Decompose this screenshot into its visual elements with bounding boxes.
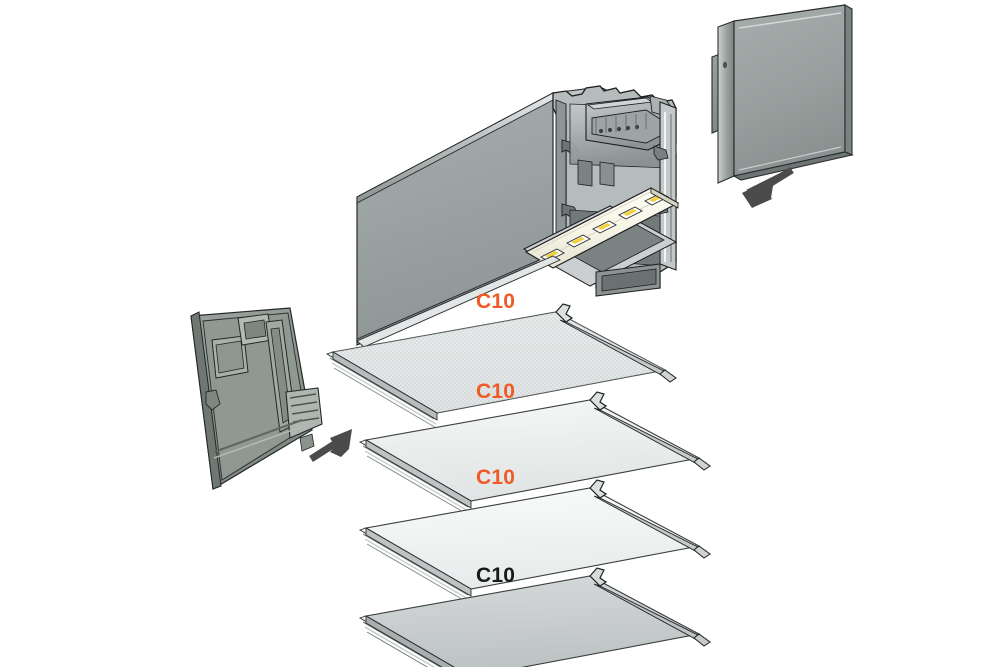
end-cap-left-snap-block — [285, 387, 323, 439]
profile-mid-rib — [577, 159, 593, 187]
arrow-right — [742, 167, 794, 208]
terminal-screw-3 — [616, 126, 622, 132]
arrow-left-shaft — [309, 440, 338, 462]
cover-3-thickness — [365, 527, 472, 597]
end-cap-right — [711, 4, 854, 184]
cover-4-label: C10 — [476, 564, 516, 587]
led-strip-thickness — [650, 187, 679, 209]
cover-3-rib-line-b — [364, 538, 471, 601]
cover-2-rib-line-c — [366, 455, 473, 518]
cover-2-rib-line-b — [364, 450, 471, 513]
cover-2-label: C10 — [476, 380, 516, 403]
cover-3-rib-line-a — [362, 533, 469, 596]
cover-4-hook-end — [693, 633, 711, 647]
led-strip — [524, 187, 680, 269]
arrow-left — [309, 429, 352, 462]
profile-bottom-block-inner — [601, 268, 657, 292]
cover-1-rib-line-c — [333, 367, 439, 430]
cover-3 — [358, 479, 711, 606]
cover-2 — [358, 391, 711, 518]
end-cap-right-highlight-2 — [738, 146, 842, 171]
terminal-screw-1 — [598, 128, 604, 134]
cover-2-rib-line-a — [362, 445, 469, 508]
cover-4-rib-line-a — [362, 621, 442, 667]
terminal-screw-4 — [625, 125, 631, 131]
end-cap-left-bottom-rail — [213, 419, 303, 453]
cover-1-thickness — [332, 351, 438, 421]
end-cap-left-hook — [205, 389, 221, 411]
cover-3-label: C10 — [476, 466, 516, 489]
led-chip — [618, 206, 643, 220]
terminal-screw-2 — [607, 127, 613, 133]
terminal-block — [585, 95, 673, 151]
terminal-separators — [595, 113, 647, 134]
cover-2-hook-end — [693, 457, 711, 471]
end-cap-left-bottom-boss — [299, 433, 315, 452]
cover-3-hook-end — [693, 545, 711, 559]
cover-2-thickness — [365, 439, 472, 509]
end-cap-left-top-rail-inner — [243, 319, 267, 340]
arrow-right-head — [742, 183, 772, 208]
end-cap-left-bottom-rail-hl — [213, 425, 305, 459]
profile-bottom-rail — [356, 255, 561, 348]
arrow-left-head-2 — [330, 429, 352, 455]
arrow-right-shaft — [764, 167, 794, 189]
cover-1-hook-end — [659, 369, 677, 383]
cover-1-shade — [333, 312, 665, 413]
end-cap-left — [190, 307, 323, 490]
profile-mid-rib-2 — [599, 161, 615, 187]
cover-4-thickness — [365, 615, 455, 667]
terminal-screw-5 — [634, 124, 640, 130]
led-chip — [592, 220, 617, 234]
end-cap-right-highlight — [738, 12, 842, 29]
cover-1-rib-line-a — [329, 357, 435, 420]
cover-1-rib-line-b — [331, 362, 437, 425]
cover-2-face — [364, 399, 701, 502]
main-profile — [356, 85, 680, 348]
end-cap-left-boss-upper-inner — [215, 340, 245, 374]
end-cap-left-snap-grooves — [289, 393, 320, 423]
end-cap-right-bottom-edge — [732, 151, 854, 181]
end-cap-right-thickness — [844, 4, 853, 156]
cover-1 — [325, 303, 677, 430]
cover-4-rib-line-b — [364, 626, 436, 667]
cover-1-label: C10 — [476, 290, 516, 313]
cover-3-rib-line-c — [366, 543, 473, 606]
led-strip-trace-top — [532, 190, 653, 253]
cover-4 — [358, 567, 711, 667]
profile-right-hook-upper — [653, 145, 669, 161]
profile-side-face — [356, 92, 554, 346]
led-chip — [566, 234, 591, 248]
end-cap-right-edge — [717, 20, 735, 184]
end-cap-right-hole — [723, 61, 727, 69]
cover-3-face — [364, 487, 701, 590]
cover-4-rib-line-c — [366, 631, 429, 667]
